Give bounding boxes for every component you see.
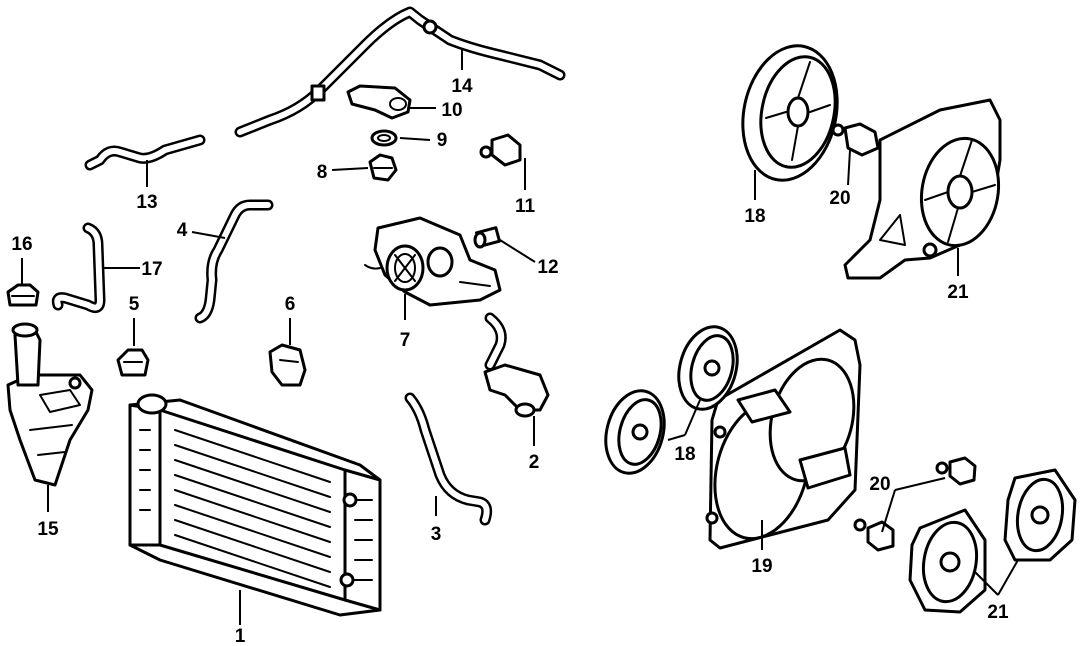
callout-9: 9 (437, 130, 448, 151)
fan-blade-lower-a (677, 325, 739, 411)
fan-motor-connector-lower-b (853, 518, 895, 552)
callout-15: 15 (37, 519, 59, 540)
callout-17: 17 (141, 259, 162, 280)
callout-4: 4 (177, 220, 188, 241)
radiator (128, 393, 382, 617)
heater-hose (84, 134, 206, 171)
callout-13: 13 (136, 192, 157, 213)
overflow-hose (51, 222, 106, 314)
callout-19: 19 (751, 556, 772, 577)
callout-20-lower: 20 (869, 474, 890, 495)
fan-motor-lower-b (908, 508, 987, 614)
fan-motor-connector-upper (831, 122, 880, 157)
water-outlet-elbow (483, 312, 550, 418)
fan-motor-upper (843, 98, 1002, 280)
callout-10: 10 (441, 100, 462, 121)
callout-11: 11 (515, 196, 536, 217)
thermostat-gasket (370, 129, 398, 147)
thermostat-housing (346, 84, 412, 120)
callout-1: 1 (235, 626, 246, 646)
mounting-bracket (268, 343, 307, 387)
callout-16: 16 (11, 234, 32, 255)
callout-5: 5 (129, 294, 140, 315)
upper-radiator-hose (194, 199, 274, 324)
fan-motor-connector-lower-a (935, 456, 977, 486)
callout-labels: 1 2 3 4 5 6 7 8 9 10 11 12 13 14 15 16 1… (11, 76, 1009, 646)
coolant-recovery-tank (6, 322, 94, 487)
callout-12: 12 (537, 257, 558, 278)
fan-blade-upper (741, 44, 839, 182)
thermostat (368, 153, 398, 182)
callout-8: 8 (317, 162, 328, 183)
callout-18-upper: 18 (744, 206, 765, 227)
callout-18-lower: 18 (674, 444, 695, 465)
callout-21-upper: 21 (947, 282, 969, 303)
temperature-sensor (479, 133, 522, 167)
water-pump (364, 216, 502, 307)
surge-tank-cap (6, 283, 40, 307)
bypass-hose (473, 226, 501, 249)
callout-14: 14 (451, 76, 473, 97)
leader-lines (21, 48, 1019, 625)
lower-radiator-hose (404, 392, 493, 526)
callout-7: 7 (400, 330, 411, 351)
fan-shroud (705, 328, 862, 550)
callout-21-lower: 21 (987, 602, 1009, 623)
callout-20-upper: 20 (829, 188, 850, 209)
callout-6: 6 (285, 294, 296, 315)
callout-2: 2 (529, 452, 540, 473)
heater-pipe (234, 6, 566, 138)
callout-3: 3 (431, 524, 442, 545)
fan-blade-lower-b (604, 389, 666, 475)
fan-motor-lower-a (1003, 468, 1077, 562)
drain-plug (116, 348, 150, 377)
